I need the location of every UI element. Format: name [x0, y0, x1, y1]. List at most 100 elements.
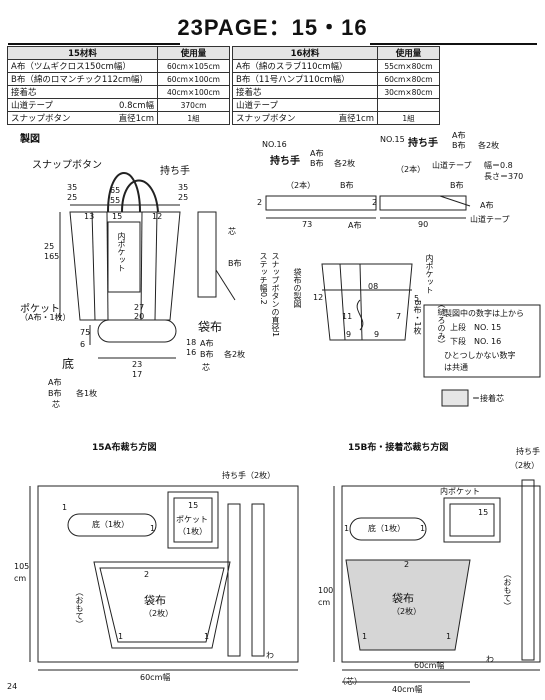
cut15-pocket-label: ポケット [176, 515, 208, 524]
cut15b-bag-count: （2枚） [392, 607, 422, 616]
dim-75: 75 [80, 328, 91, 337]
label-pocket-fabric: （A布・1枚） [20, 313, 71, 322]
dim-18: 18 [186, 338, 197, 347]
cut15b-bag-piece [345, 559, 471, 651]
dim-90: 90 [418, 220, 429, 229]
table-row: A布（綿のスラブ110cm幅）55cm×80cm [232, 59, 440, 73]
cut15-height: 105 [14, 562, 30, 571]
label-inner-pocket-fabric: B布・1枚 [413, 300, 422, 335]
label-bag-fabric-b: B布 [200, 350, 214, 359]
label-stitch-vertical: ステッチ幅0.2 [259, 252, 268, 305]
label-no15-bfabric: B布 [450, 181, 464, 190]
cut15b-seam-1b: 1 [420, 524, 426, 533]
cut15b-handle-label: 持ち手 [516, 447, 540, 456]
cut15b-height: 100 [318, 586, 334, 595]
dim-55: 55 [110, 196, 121, 205]
page-title: 23PAGE：15・16 [177, 15, 368, 40]
label-bag: 袋布 [198, 320, 223, 334]
cut15-seam-1b: 1 [150, 524, 156, 533]
label-snap-button: スナップボタン [32, 160, 102, 171]
label-no16-2pcs: （2本） [286, 181, 316, 190]
bag-draft-curve [356, 299, 364, 331]
dim-16: 16 [186, 348, 197, 357]
note-line-3: 下段 NO. 16 [450, 337, 502, 346]
label-no15-width: 幅＝0.8 [484, 161, 513, 170]
legend-core-label: ＝接着芯 [472, 394, 504, 403]
label-no16-fabric-a: A布 [310, 149, 324, 158]
label-no15: NO.15 [380, 135, 405, 144]
tote-handle-right [121, 179, 159, 213]
dim-bag-7: 7 [396, 312, 402, 321]
cut15b-inner-pocket-inner [449, 503, 495, 537]
tote-pocket-outline [107, 221, 141, 293]
dim-13: 13 [84, 212, 95, 221]
header-rule-right [370, 43, 537, 45]
cut15b-omote: （おもて） [503, 570, 512, 610]
tote-body-outline [69, 211, 181, 321]
label-no16-bfabric: B布 [340, 181, 354, 190]
cut15-pocket-num: 15 [188, 501, 199, 510]
material-name: 接着芯 [236, 88, 262, 98]
dim-bag-9b: 9 [374, 330, 380, 339]
label-bag-core: 芯 [202, 363, 210, 372]
cut15-seam-1c: 1 [118, 632, 124, 641]
dim-bag-12: 12 [313, 293, 324, 302]
cut15-fabric [37, 485, 299, 663]
cut15b-core-width: 40cm幅 [392, 685, 423, 694]
label-handle: 持ち手 [160, 166, 190, 177]
material-amount: 1組 [377, 111, 440, 125]
cut15b-seam-1a: 1 [344, 524, 350, 533]
label-no15-fabric-a: A布 [452, 131, 466, 140]
label-no15-count: 各2枚 [478, 141, 500, 150]
dim-65: 65 [110, 186, 121, 195]
label-bottom-count: 各1枚 [76, 389, 98, 398]
label-inner-pocket-vertical: 内ポケット [117, 232, 126, 272]
note-line-5: は共通 [444, 363, 468, 372]
material-name: 山道テープ [11, 101, 53, 111]
side-gusset [197, 211, 217, 298]
cut15b-wa: わ [486, 655, 494, 664]
dim-27: 27 [134, 303, 145, 312]
cut15b-fabric [341, 485, 541, 663]
section-title: 製図 [20, 134, 40, 145]
label-bottom-fabric-a: A布 [48, 378, 62, 387]
cut15b-height-unit: cm [318, 598, 331, 607]
cut15b-handle-piece [521, 479, 535, 661]
table-header-row: 16材料 使用量 [232, 46, 440, 60]
cut15-pocket-count: （1枚） [178, 527, 208, 536]
dim-25side: 25 [44, 242, 55, 251]
dim-17: 17 [132, 370, 143, 379]
handle-15-strip [379, 195, 467, 211]
dim-no16-2: 2 [257, 198, 263, 207]
label-snap-vertical: スナップボタンの直径1 [271, 252, 280, 338]
dim-bag-5: 5 [414, 294, 420, 303]
cut15b-width: 60cm幅 [414, 661, 445, 670]
dim-12: 12 [152, 212, 163, 221]
dim-35a: 35 [67, 183, 78, 192]
cut15-handle-piece [227, 503, 241, 657]
tote-stripe [154, 211, 158, 321]
material-name: 山道テープ [236, 101, 278, 111]
cut15-title: 15A布裁ち方図 [92, 443, 157, 453]
material-name: B布（11号ハンプ110cm幅） [236, 75, 350, 85]
cut15b-pocket-num: 15 [478, 508, 489, 517]
dim-25b: 25 [178, 193, 189, 202]
cut15-handle-label: 持ち手（2枚） [222, 471, 276, 480]
cut15-omote: （おもて） [75, 588, 84, 628]
material-spec: 0.8cm幅 [119, 101, 154, 111]
label-bottom-fabric-b: B布 [48, 389, 62, 398]
material-amount: 1組 [157, 111, 230, 125]
note-line-2: 上段 NO. 15 [450, 323, 502, 332]
material-name: スナップボタン [236, 114, 296, 124]
label-bag-fabric-a: A布 [200, 339, 214, 348]
table-row: B布（11号ハンプ110cm幅）60cm×80cm [232, 72, 440, 86]
bottom-piece-outline [97, 319, 177, 343]
cut15-seam-1a: 1 [62, 503, 68, 512]
materials-15-table: 15材料 使用量 A布（ツムギクロス150cm幅）60cm×105cm B布（綿… [7, 46, 230, 125]
cut15-bag-label: 袋布 [144, 594, 166, 607]
